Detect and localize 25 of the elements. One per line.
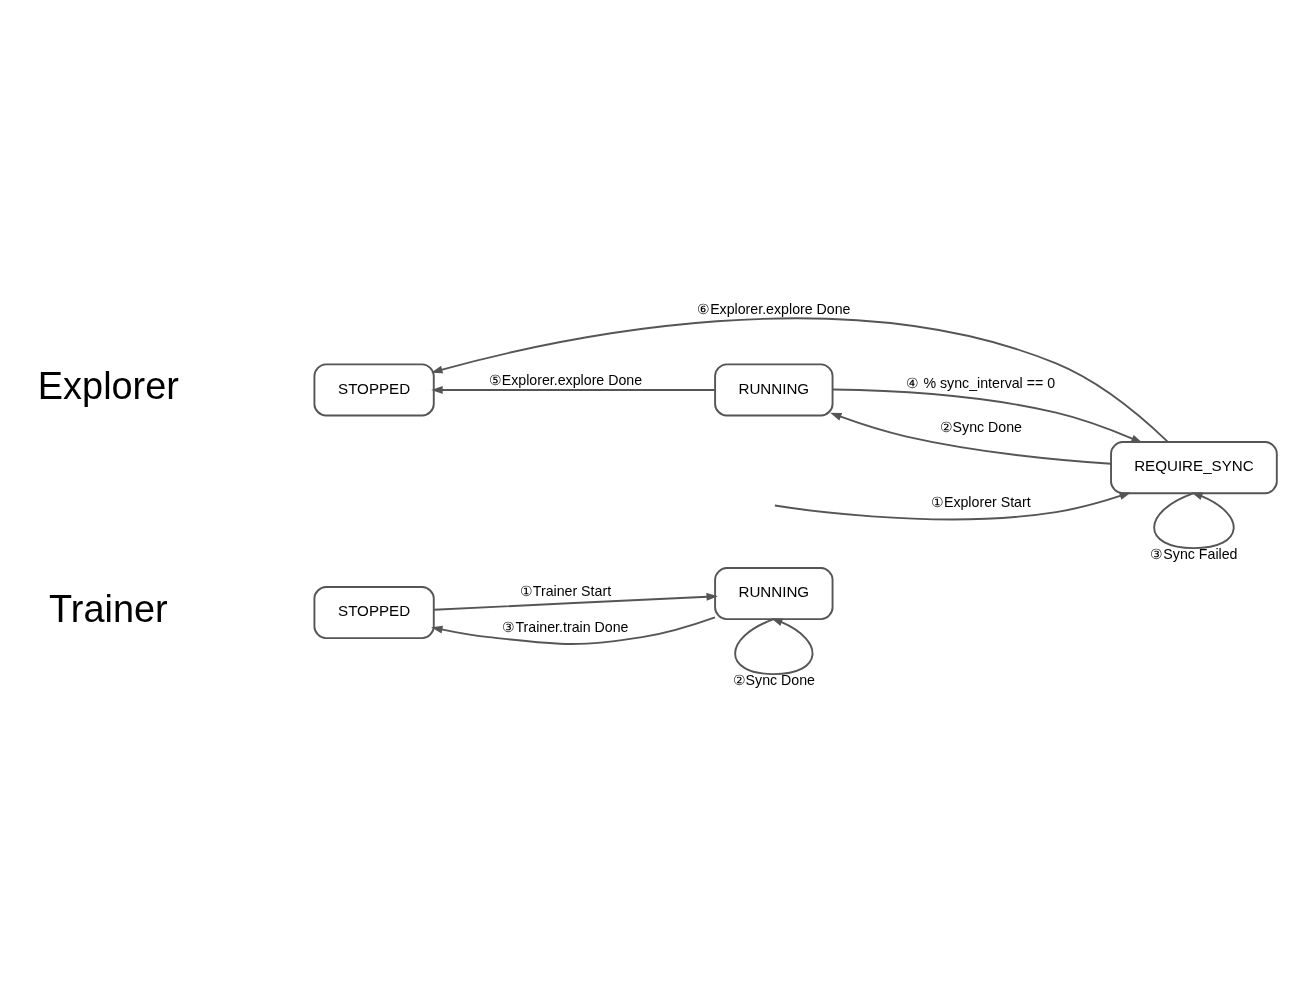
- edge-label: ②Sync Done: [939, 418, 1022, 435]
- arrow: [431, 317, 1169, 443]
- edge-label: ⑥Explorer.explore Done: [697, 300, 851, 317]
- arrow: [734, 617, 814, 675]
- label: Explorer: [37, 364, 179, 407]
- edge-label: ②Sync Done: [732, 671, 816, 688]
- edge-label: ③Trainer.train Done: [502, 618, 629, 635]
- node-box: STOPPED: [313, 362, 435, 416]
- edge-label: ③Sync Failed: [1150, 545, 1238, 562]
- node-box: RUNNING: [714, 566, 834, 620]
- node-box: RUNNING: [714, 362, 834, 416]
- edge-label: ④ % sync_interval == 0: [906, 374, 1056, 391]
- arrow: [431, 615, 716, 645]
- arrow: [1153, 491, 1235, 549]
- node-box: REQUIRE_SYNC: [1110, 440, 1278, 494]
- arrow: [830, 412, 1112, 465]
- node-box: STOPPED: [313, 585, 435, 639]
- edge-label: ⑤Explorer.explore Done: [488, 371, 643, 388]
- edge-label: ①Explorer Start: [930, 493, 1031, 510]
- arrow: [431, 385, 716, 394]
- edge-label: ①Trainer Start: [519, 582, 612, 599]
- label: Trainer: [49, 587, 168, 630]
- arrow: [773, 491, 1131, 520]
- arrow: [831, 388, 1143, 443]
- arrow: [433, 592, 718, 611]
